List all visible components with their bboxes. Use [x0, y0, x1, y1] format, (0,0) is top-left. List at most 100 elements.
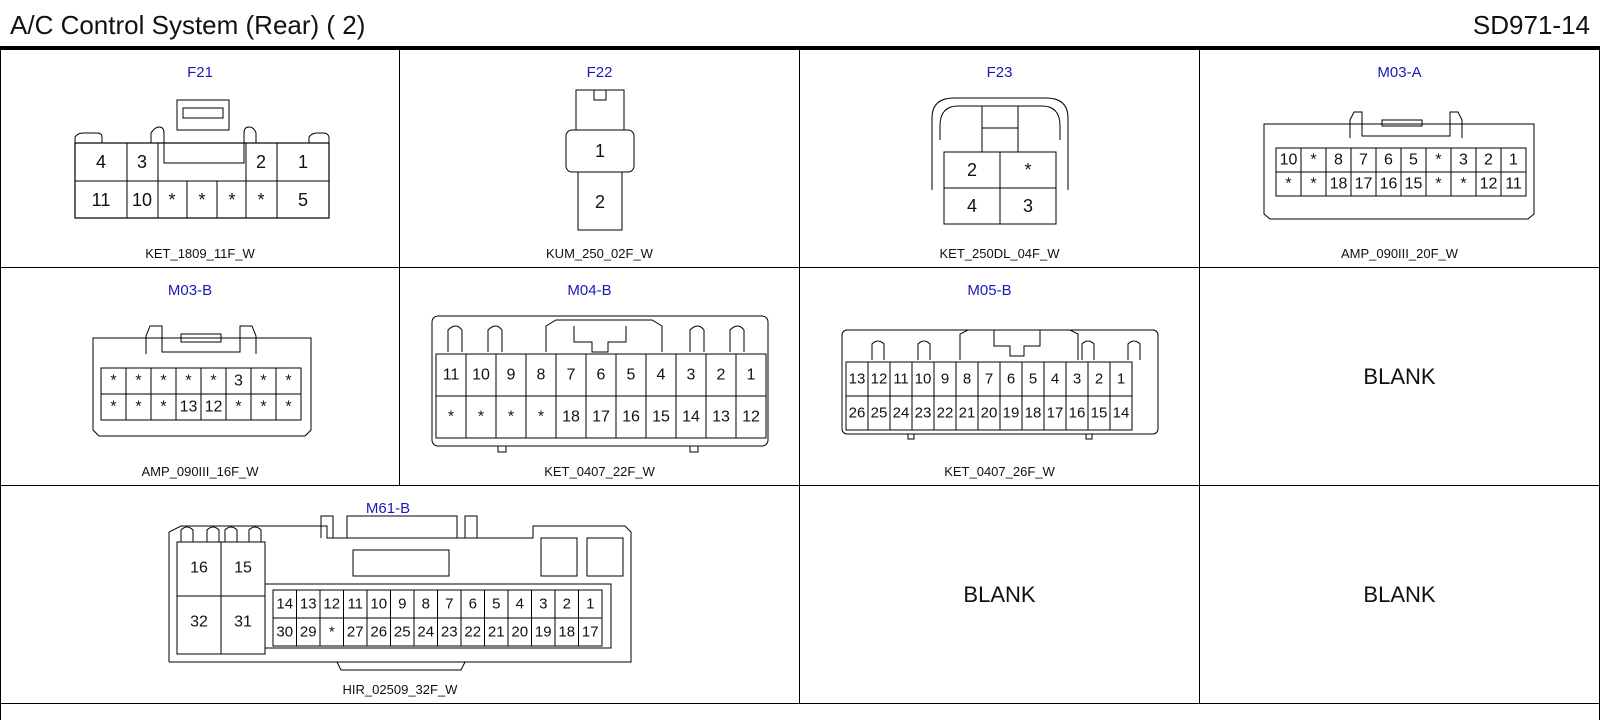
pin-label: 32	[190, 614, 208, 631]
pin-label: 19	[535, 624, 552, 641]
pin-label: 25	[871, 405, 888, 422]
pin-label: 11	[92, 190, 111, 210]
pin-label: *	[329, 624, 335, 641]
pin-label: *	[110, 373, 116, 390]
pin-label: 3	[539, 596, 547, 613]
pin-label: 11	[893, 371, 909, 388]
connector-name: F22	[586, 64, 613, 81]
pin-label: 1	[1509, 152, 1518, 169]
pin-label: 29	[300, 624, 317, 641]
pin-label: 11	[1505, 176, 1522, 193]
pin-label: *	[160, 399, 166, 416]
pin-label: 2	[1484, 152, 1493, 169]
pin-label: 1	[1117, 371, 1125, 388]
pin-label: 16	[190, 560, 208, 577]
pin-label: *	[135, 399, 141, 416]
pin-label: 31	[234, 614, 252, 631]
pin-label: 15	[1091, 405, 1108, 422]
pin-label: *	[478, 409, 484, 426]
pin-label: 10	[472, 367, 490, 384]
pin-label: 1	[298, 152, 308, 172]
pin-label: 24	[893, 405, 910, 422]
pin-label: 21	[488, 624, 505, 641]
pin-label: 30	[276, 624, 293, 641]
pin-label: 23	[441, 624, 458, 641]
pin-label: *	[1435, 176, 1441, 193]
pin-label: 11	[347, 596, 363, 613]
connector-name: M04-B	[567, 282, 612, 299]
pin-label: 17	[1355, 176, 1373, 193]
pin-label: *	[285, 399, 291, 416]
pin-label: 3	[1023, 196, 1033, 216]
pin-label: 15	[652, 409, 670, 426]
pin-label: 3	[234, 373, 243, 390]
pin-label: *	[168, 190, 175, 210]
pin-label: 8	[963, 371, 971, 388]
pin-label: 20	[511, 624, 528, 641]
pin-label: 2	[1095, 371, 1103, 388]
pin-label: 2	[967, 160, 977, 180]
pin-label: 12	[323, 596, 340, 613]
connector-type: KUM_250_02F_W	[546, 246, 653, 261]
pin-label: 12	[1480, 176, 1498, 193]
blank-label: BLANK	[1363, 581, 1436, 607]
pin-label: *	[508, 409, 514, 426]
pin-label: 6	[597, 367, 606, 384]
pin-label: 4	[96, 152, 106, 172]
pin-label: 14	[276, 596, 293, 613]
pin-label: 4	[967, 196, 977, 216]
pin-label: 16	[1069, 405, 1086, 422]
pin-label: 17	[1047, 405, 1064, 422]
pin-label: 6	[1007, 371, 1015, 388]
pin-cell	[275, 393, 302, 421]
pin-label: 16	[622, 409, 640, 426]
pin-label: 15	[1405, 176, 1423, 193]
pin-label: 12	[205, 399, 223, 416]
pin-label: 9	[507, 367, 516, 384]
pin-label: 7	[1359, 152, 1368, 169]
pin-label: 4	[1051, 371, 1059, 388]
connector-name: F23	[986, 64, 1013, 81]
page-header: A/C Control System (Rear) ( 2) SD971-14	[0, 0, 1600, 50]
pin-label: 1	[595, 141, 605, 161]
connector-type: KET_0407_22F_W	[544, 464, 655, 479]
pin-label: 3	[687, 367, 696, 384]
connector-name: M61-B	[365, 500, 411, 517]
pin-label: *	[235, 399, 241, 416]
pin-label: 8	[537, 367, 546, 384]
pin-label: 21	[959, 405, 976, 422]
pin-label: *	[1310, 152, 1316, 169]
pin-label: 25	[394, 624, 411, 641]
pin-label: 27	[347, 624, 364, 641]
pin-label: 4	[516, 596, 524, 613]
pin-label: 10	[132, 190, 152, 210]
pin-cell	[578, 617, 603, 647]
connector-name: M05-B	[967, 282, 1012, 299]
connector-type: AMP_090III_16F_W	[141, 464, 259, 479]
connector-type: HIR_02509_32F_W	[342, 682, 458, 697]
pin-label: 17	[582, 624, 599, 641]
pin-label: 5	[1409, 152, 1418, 169]
connector-name: M03-A	[1377, 64, 1422, 81]
pin-label: 5	[492, 596, 500, 613]
pin-label: 5	[1029, 371, 1037, 388]
pin-label: 7	[567, 367, 576, 384]
page-title: A/C Control System (Rear) ( 2)	[10, 10, 366, 40]
pin-label: 13	[849, 371, 866, 388]
cell-blank-2: BLANK	[800, 486, 1200, 704]
pin-label: *	[1310, 176, 1316, 193]
pin-label: 1	[586, 596, 594, 613]
pin-label: *	[538, 409, 544, 426]
pin-label: *	[257, 190, 264, 210]
pin-label: 19	[1003, 405, 1020, 422]
pin-cell	[1500, 171, 1527, 197]
